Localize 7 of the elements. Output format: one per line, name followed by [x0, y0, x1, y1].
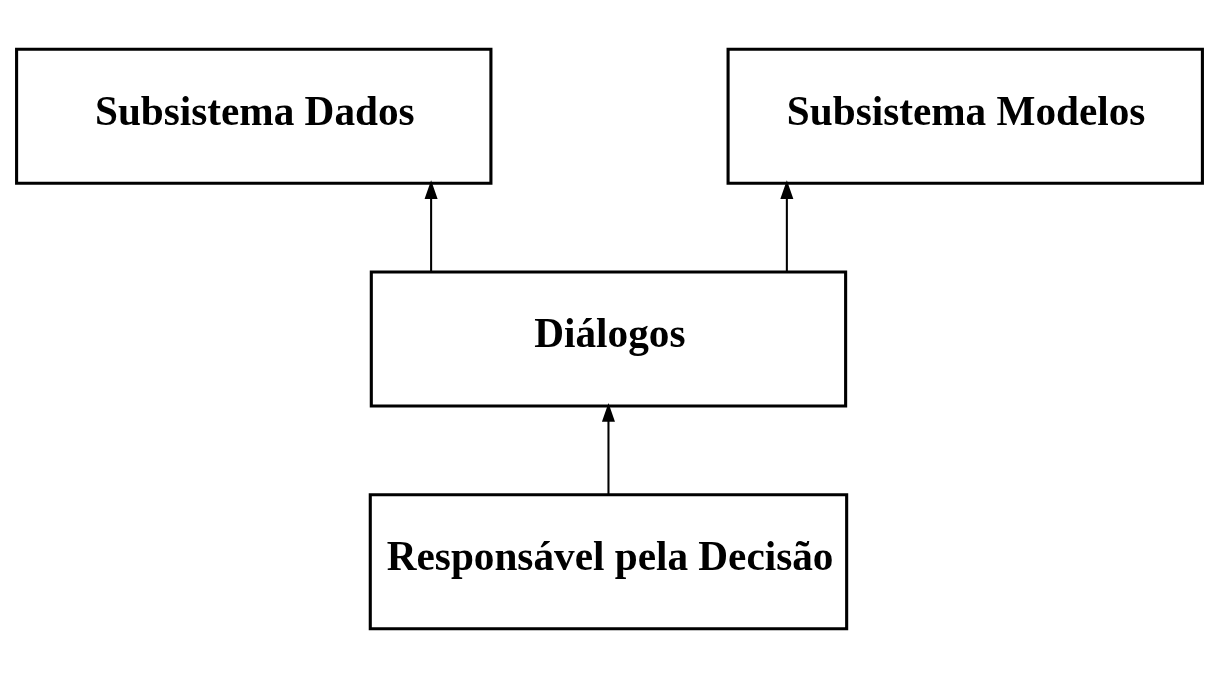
node-box: Subsistema Dados [15, 47, 493, 185]
arrow [601, 403, 615, 495]
node-box: Responsável pela Decisão [368, 493, 849, 631]
node-box: Subsistema Modelos [726, 47, 1204, 185]
arrow [424, 180, 438, 272]
node-box: Diálogos [369, 270, 848, 408]
arrow [780, 180, 794, 272]
